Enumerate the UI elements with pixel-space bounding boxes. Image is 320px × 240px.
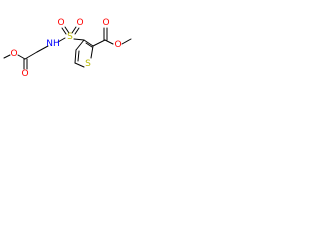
atom-sulfur-sulfonyl: S bbox=[67, 32, 73, 42]
atom-sulfur-ring: S bbox=[85, 59, 91, 69]
bond-o-methyl-right bbox=[121, 38, 132, 45]
atom-oxygen-sulfonyl-top-right: O bbox=[76, 18, 83, 28]
atom-oxygen-ether-left: O bbox=[10, 49, 17, 59]
atom-oxygen-carbonyl-right: O bbox=[102, 18, 109, 28]
atom-oxygen-ether-right: O bbox=[114, 40, 121, 50]
bond-s-double-o-right-a bbox=[71, 26, 77, 34]
bond-ring-s-c5 bbox=[74, 62, 85, 68]
bond-s-ring-c3 bbox=[73, 38, 85, 41]
bond-ring-c3-c2 bbox=[83, 39, 94, 47]
bond-layer bbox=[3, 26, 132, 70]
atom-label-layer: O O NH S O O O O S bbox=[10, 18, 121, 79]
bond-ring-c5-c4-b bbox=[77, 50, 80, 62]
bond-ring-c2-s bbox=[90, 45, 94, 59]
atom-nitrogen-h: NH bbox=[46, 39, 60, 49]
bond-s-double-o-left-a bbox=[61, 27, 67, 35]
bond-o-carbonyl-c-left bbox=[17, 54, 26, 60]
bond-ch2-nh bbox=[36, 45, 49, 53]
bond-carbonyl-c-ch2 bbox=[24, 51, 38, 60]
bond-ring-c4-c3 bbox=[75, 39, 85, 51]
bond-ring-c2-ester-c bbox=[92, 39, 106, 47]
atom-oxygen-sulfonyl-top-left: O bbox=[57, 18, 64, 28]
bond-methyl-left-o bbox=[3, 54, 11, 59]
bond-ring-c5-c4-a bbox=[74, 49, 77, 64]
bond-nh-s bbox=[57, 37, 66, 43]
bond-ester-c-o bbox=[104, 39, 114, 45]
bond-s-double-o-left-b bbox=[64, 26, 70, 34]
bond-ring-c2-c3-double bbox=[85, 42, 93, 48]
chemical-structure: O O NH S O O O O S bbox=[3, 18, 132, 79]
atom-oxygen-carbonyl-left: O bbox=[21, 69, 28, 79]
bond-s-double-o-right-b bbox=[74, 27, 80, 35]
